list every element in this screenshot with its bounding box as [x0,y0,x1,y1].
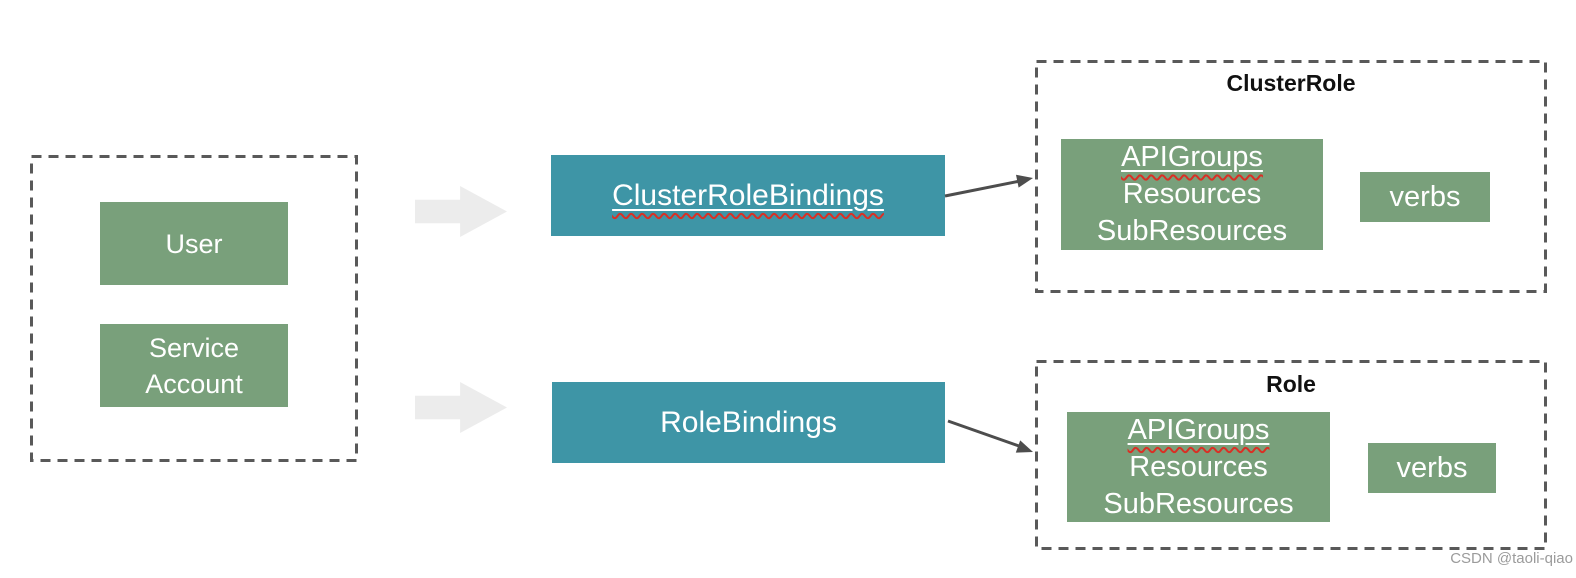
subresources-label: SubResources [1103,487,1294,520]
role-rules-box: APIGroups Resources SubResources [1067,412,1330,522]
role-dashed-box [1035,360,1547,550]
spellcheck-squiggle: APIGroups [1128,412,1270,449]
spellcheck-squiggle: ClusterRoleBindings [612,179,884,213]
apigroups-label: APIGroups [1121,141,1263,173]
user-box: User [100,202,288,285]
service-account-box: Service Account [100,324,288,407]
block-arrow-top-icon [415,186,507,237]
clusterrole-dashed-box [1035,60,1547,293]
rolebindings-box: RoleBindings [552,382,945,463]
clusterrole-rules-box: APIGroups Resources SubResources [1061,139,1323,250]
rolebindings-label: RoleBindings [660,405,837,439]
subjects-dashed-box [30,155,358,462]
apigroups-label: APIGroups [1127,413,1270,446]
verbs-label: verbs [1389,180,1461,213]
subresources-label: SubResources [1096,215,1288,247]
service-account-label: Service Account [145,332,243,399]
watermark: CSDN @taoli-qiao [1450,550,1573,567]
resources-label: Resources [1129,450,1268,483]
role-verbs-box: verbs [1368,443,1496,493]
block-arrow-bottom-icon [415,382,507,433]
clusterrole-title: ClusterRole [1226,70,1356,96]
connector-arrow-top-icon [944,174,1033,198]
verbs-label: verbs [1396,451,1468,484]
connector-arrow-bottom-icon [947,419,1033,453]
clusterrole-verbs-box: verbs [1360,172,1490,222]
clusterrolebindings-label: ClusterRoleBindings [612,178,884,212]
role-title: Role [1266,371,1316,397]
user-label: User [165,228,223,259]
clusterrolebindings-box: ClusterRoleBindings [551,155,945,236]
spellcheck-squiggle: APIGroups [1121,139,1263,176]
resources-label: Resources [1122,178,1262,210]
